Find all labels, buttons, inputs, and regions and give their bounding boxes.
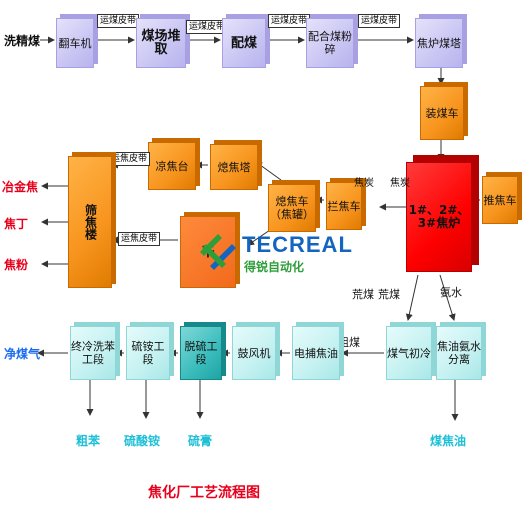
logo-mark-icon	[200, 234, 236, 270]
label-coke-1: 焦炭	[354, 178, 374, 189]
node-blending: 配煤	[222, 18, 266, 68]
logo: TECREAL 得锐自动化	[196, 230, 366, 274]
logo-cn: 得锐自动化	[244, 260, 305, 274]
label-belt-5: 运焦皮带	[118, 232, 161, 246]
label-belt-3: 运煤皮带	[268, 14, 311, 28]
node-oven: 1#、2#、3#焦炉	[406, 162, 472, 272]
logo-name: TECREAL	[242, 232, 353, 257]
label-coke-2: 焦炭	[390, 178, 410, 189]
node-coal-tower: 焦炉煤塔	[415, 18, 463, 68]
label-raw-gas-2: 荒煤	[378, 288, 400, 301]
label-ammonia: 氨水	[440, 286, 462, 299]
label-belt-1: 运煤皮带	[97, 14, 140, 28]
output-coal-tar: 煤焦油	[430, 434, 467, 448]
node-ammonium: 硫铵工段	[126, 326, 170, 380]
node-pusher: 推焦车	[482, 176, 518, 224]
node-crushing: 配合煤粉碎	[306, 18, 354, 68]
node-final-cool: 终冷洗苯工段	[70, 326, 116, 380]
diagram-title: 焦化厂工艺流程图	[148, 485, 260, 501]
node-gas-cool: 煤气初冷	[386, 326, 432, 380]
node-blower: 鼓风机	[232, 326, 276, 380]
node-charging-car: 装煤车	[420, 86, 464, 140]
node-ep: 电捕焦油	[292, 326, 340, 380]
output-met-coke: 冶金焦	[2, 180, 39, 194]
node-car-dumper: 翻车机	[56, 18, 94, 68]
node-tar-sep: 焦油氨水分离	[436, 326, 482, 380]
output-crude-benzene: 粗苯	[76, 434, 101, 448]
label-belt-4: 运焦皮带	[108, 152, 151, 166]
output-clean-gas: 净煤气	[4, 347, 41, 361]
node-desulf: 脱硫工段	[180, 326, 222, 380]
output-ammonium-sulfate: 硫酸铵	[124, 434, 161, 448]
output-coke-powder: 焦粉	[4, 258, 29, 272]
output-coke-nut: 焦丁	[4, 217, 29, 231]
node-dry-quench-tower: 熄焦塔	[210, 144, 258, 190]
output-sulfur: 硫膏	[188, 434, 213, 448]
label-crude-gas: 粗煤	[338, 336, 360, 349]
node-guide-car: 拦焦车	[326, 182, 362, 230]
node-screening: 筛焦楼	[68, 156, 112, 288]
node-quench-car: 熄焦车（焦罐）	[268, 184, 316, 232]
node-yard: 煤场堆取	[136, 18, 186, 68]
label-belt-3b: 运煤皮带	[358, 14, 401, 28]
input-wash-coal: 洗精煤	[4, 34, 41, 48]
label-raw-gas-1: 荒煤	[352, 288, 374, 301]
node-cool-wharf: 凉焦台	[148, 142, 196, 190]
